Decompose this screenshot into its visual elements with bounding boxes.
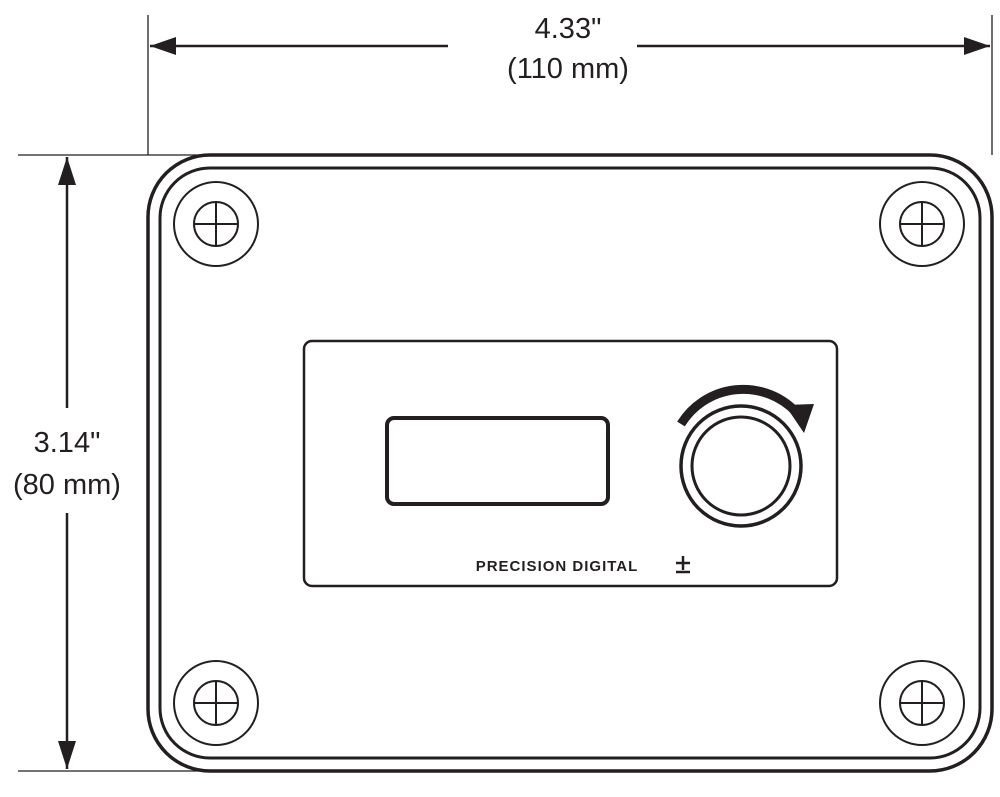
height-dimension: 3.14" (80 mm) [13,154,205,772]
width-mm-label: (110 mm) [507,53,629,85]
faceplate: PRECISION DIGITAL [302,339,839,588]
corner-screw-bottom-left [173,660,259,746]
plus-minus-icon [676,556,690,574]
height-mm-label: (80 mm) [13,469,121,501]
corner-screw-top-right [879,181,965,267]
enclosure [146,153,994,773]
height-arrowhead-top [58,157,76,185]
corner-screw-bottom-right [879,660,965,746]
enclosure-inner-outline [158,166,982,760]
width-arrowhead-left [150,37,176,55]
brand-label: PRECISION DIGITAL [476,558,639,575]
display-window [385,416,610,506]
rotary-knob [679,404,803,528]
enclosure-outer-outline [146,153,994,773]
height-arrowhead-bottom [58,741,76,769]
height-inches-label: 3.14" [34,427,101,459]
rotation-arrow-icon [677,384,814,433]
faceplate-outline [302,339,839,588]
width-dimension: 4.33" (110 mm) [147,13,993,155]
width-inches-label: 4.33" [535,13,602,45]
width-arrowhead-right [964,37,990,55]
corner-screw-top-left [173,181,259,267]
